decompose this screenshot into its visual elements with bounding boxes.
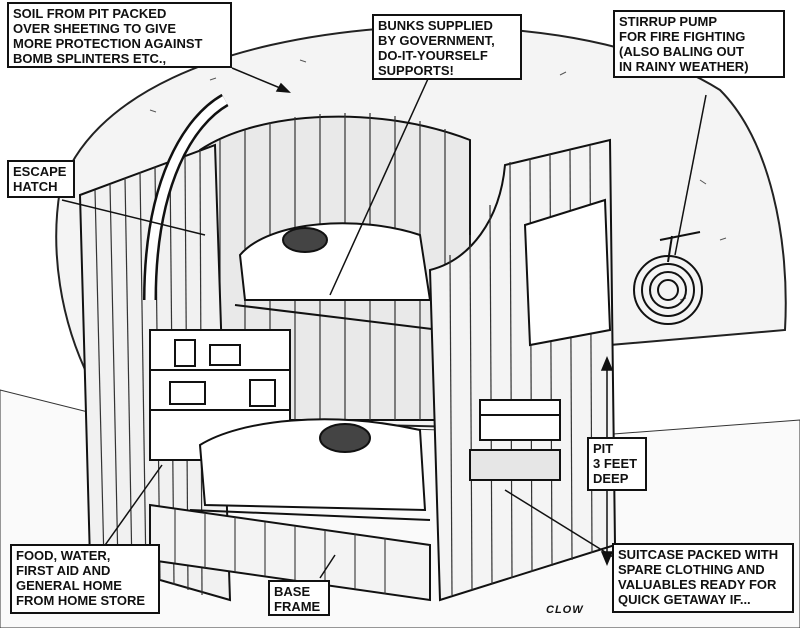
label-escape-hatch: ESCAPE HATCH [7, 160, 75, 198]
label-bunks: BUNKS SUPPLIED BY GOVERNMENT, DO-IT-YOUR… [372, 14, 522, 80]
upper-bunk [234, 222, 441, 331]
stirrup-pump [633, 231, 703, 325]
front-door-opening [523, 198, 612, 347]
artist-signature: CLOW [546, 604, 584, 616]
label-stirrup-pump: STIRRUP PUMP FOR FIRE FIGHTING (ALSO BAL… [613, 10, 785, 78]
lower-bunk [189, 418, 431, 521]
label-food-store: FOOD, WATER, FIRST AID AND GENERAL HOME … [10, 544, 160, 614]
label-pit-depth: PIT 3 FEET DEEP [587, 437, 647, 491]
label-base-frame: BASE FRAME [268, 580, 330, 616]
base-frame [149, 503, 431, 602]
suitcase [469, 399, 561, 481]
label-soil-packing: SOIL FROM PIT PACKED OVER SHEETING TO GI… [7, 2, 232, 68]
label-suitcase: SUITCASE PACKED WITH SPARE CLOTHING AND … [612, 543, 794, 613]
leader-lines [61, 67, 707, 579]
